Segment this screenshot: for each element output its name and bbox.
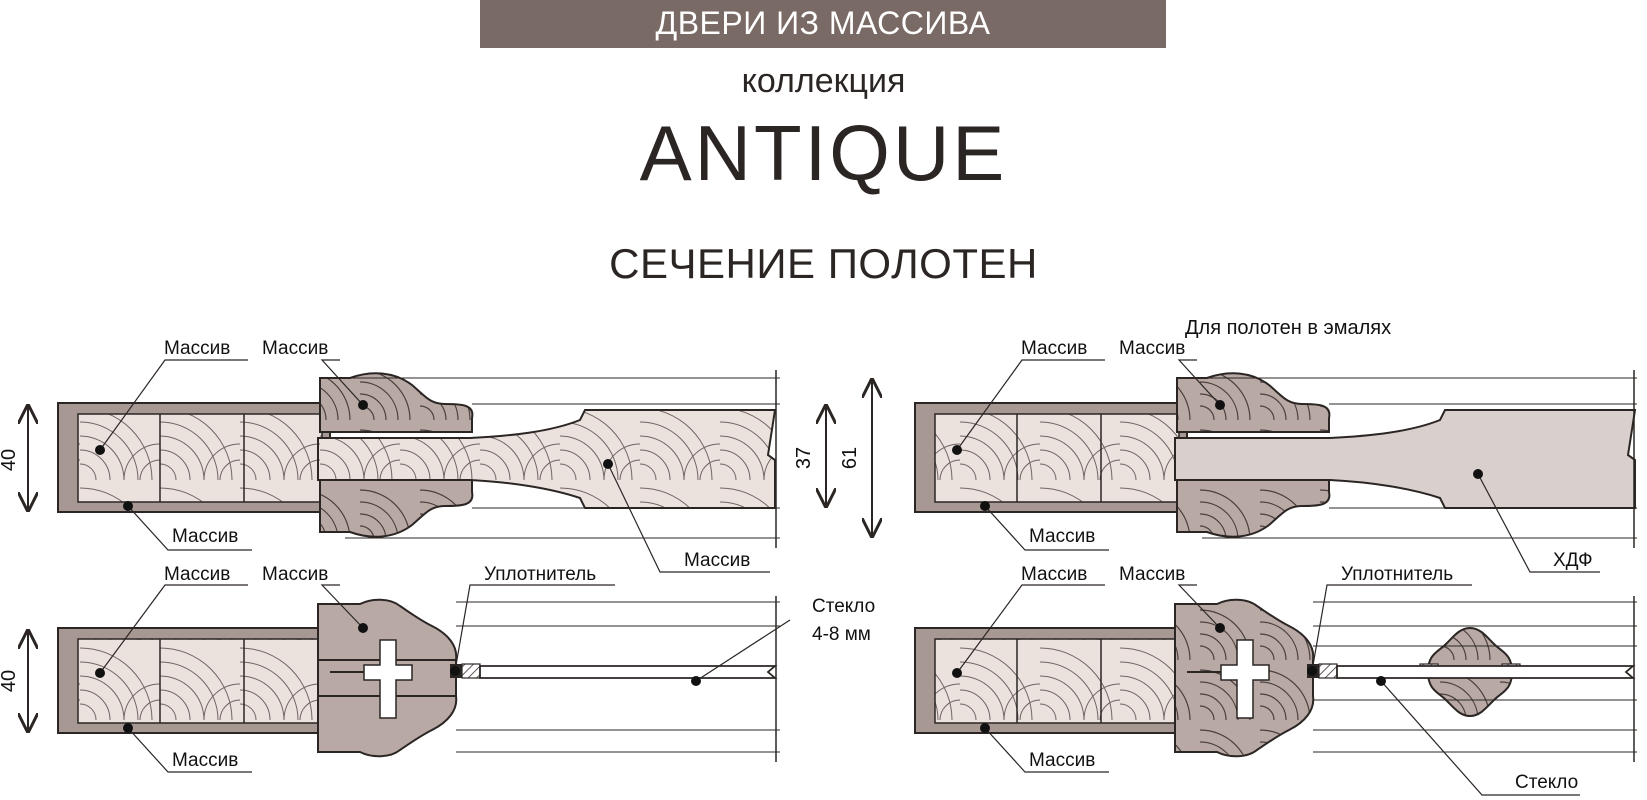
label-massiv-molding: Массив — [262, 564, 328, 585]
label-massiv-frame-bottom: Массив — [1029, 526, 1095, 547]
collection-subtitle: коллекция — [741, 62, 906, 100]
frame-core — [934, 413, 1180, 503]
dim-40-label: 40 — [0, 449, 20, 471]
panel-hdf — [1174, 409, 1637, 509]
note-enamel: Для полотен в эмалях — [1185, 317, 1391, 339]
label-massiv-frame-bottom: Массив — [172, 750, 238, 771]
label-massiv-frame: Массив — [164, 338, 230, 359]
cross-slot — [363, 639, 413, 719]
label-massiv-frame: Массив — [1021, 564, 1087, 585]
label-glass: Стекло — [1515, 772, 1578, 793]
label-massiv-frame-bottom: Массив — [172, 526, 238, 547]
label-massiv-molding: Массив — [1119, 338, 1185, 359]
frame-core — [934, 638, 1180, 724]
section-top-right: Для полотен в эмалях Массив Массив Масси… — [914, 317, 1637, 573]
dim-61-label: 61 — [839, 447, 861, 469]
label-glass: Стекло — [812, 596, 875, 617]
dim-40-label: 40 — [0, 670, 20, 692]
collection-title: ANTIQUE — [639, 109, 1008, 197]
label-massiv-molding: Массив — [1119, 564, 1185, 585]
glass — [479, 665, 778, 679]
label-seal: Уплотнитель — [484, 564, 596, 585]
section-bottom-left: 40 Массив Массив Уплотнитель Массив Стек… — [0, 564, 875, 773]
section-bottom-right: Массив Массив Уплотнитель Массив Стекло — [914, 564, 1637, 796]
label-massiv-frame: Массив — [164, 564, 230, 585]
label-massiv-molding: Массив — [262, 338, 328, 359]
label-massiv-panel: Массив — [684, 550, 750, 571]
bead — [461, 663, 481, 679]
section-title: СЕЧЕНИЕ ПОЛОТЕН — [609, 240, 1038, 287]
dim-37-label: 37 — [793, 447, 815, 469]
molding — [1176, 372, 1331, 538]
frame-core — [77, 638, 323, 724]
collection-banner: ДВЕРИ ИЗ МАССИВА — [480, 0, 1166, 48]
label-massiv-frame-bottom: Массив — [1029, 750, 1095, 771]
section-top-left: 40 37 61 Массив Массив Массив Массив — [0, 338, 872, 573]
label-seal: Уплотнитель — [1341, 564, 1453, 585]
panel-solid — [317, 409, 777, 509]
glass — [1336, 665, 1636, 679]
label-glass-thickness: 4-8 мм — [812, 624, 871, 645]
label-massiv-frame: Массив — [1021, 338, 1087, 359]
bead — [1318, 663, 1338, 679]
cross-slot — [1220, 639, 1270, 719]
frame-core — [77, 413, 323, 503]
molding — [319, 372, 474, 538]
label-hdf: ХДФ — [1553, 550, 1593, 571]
